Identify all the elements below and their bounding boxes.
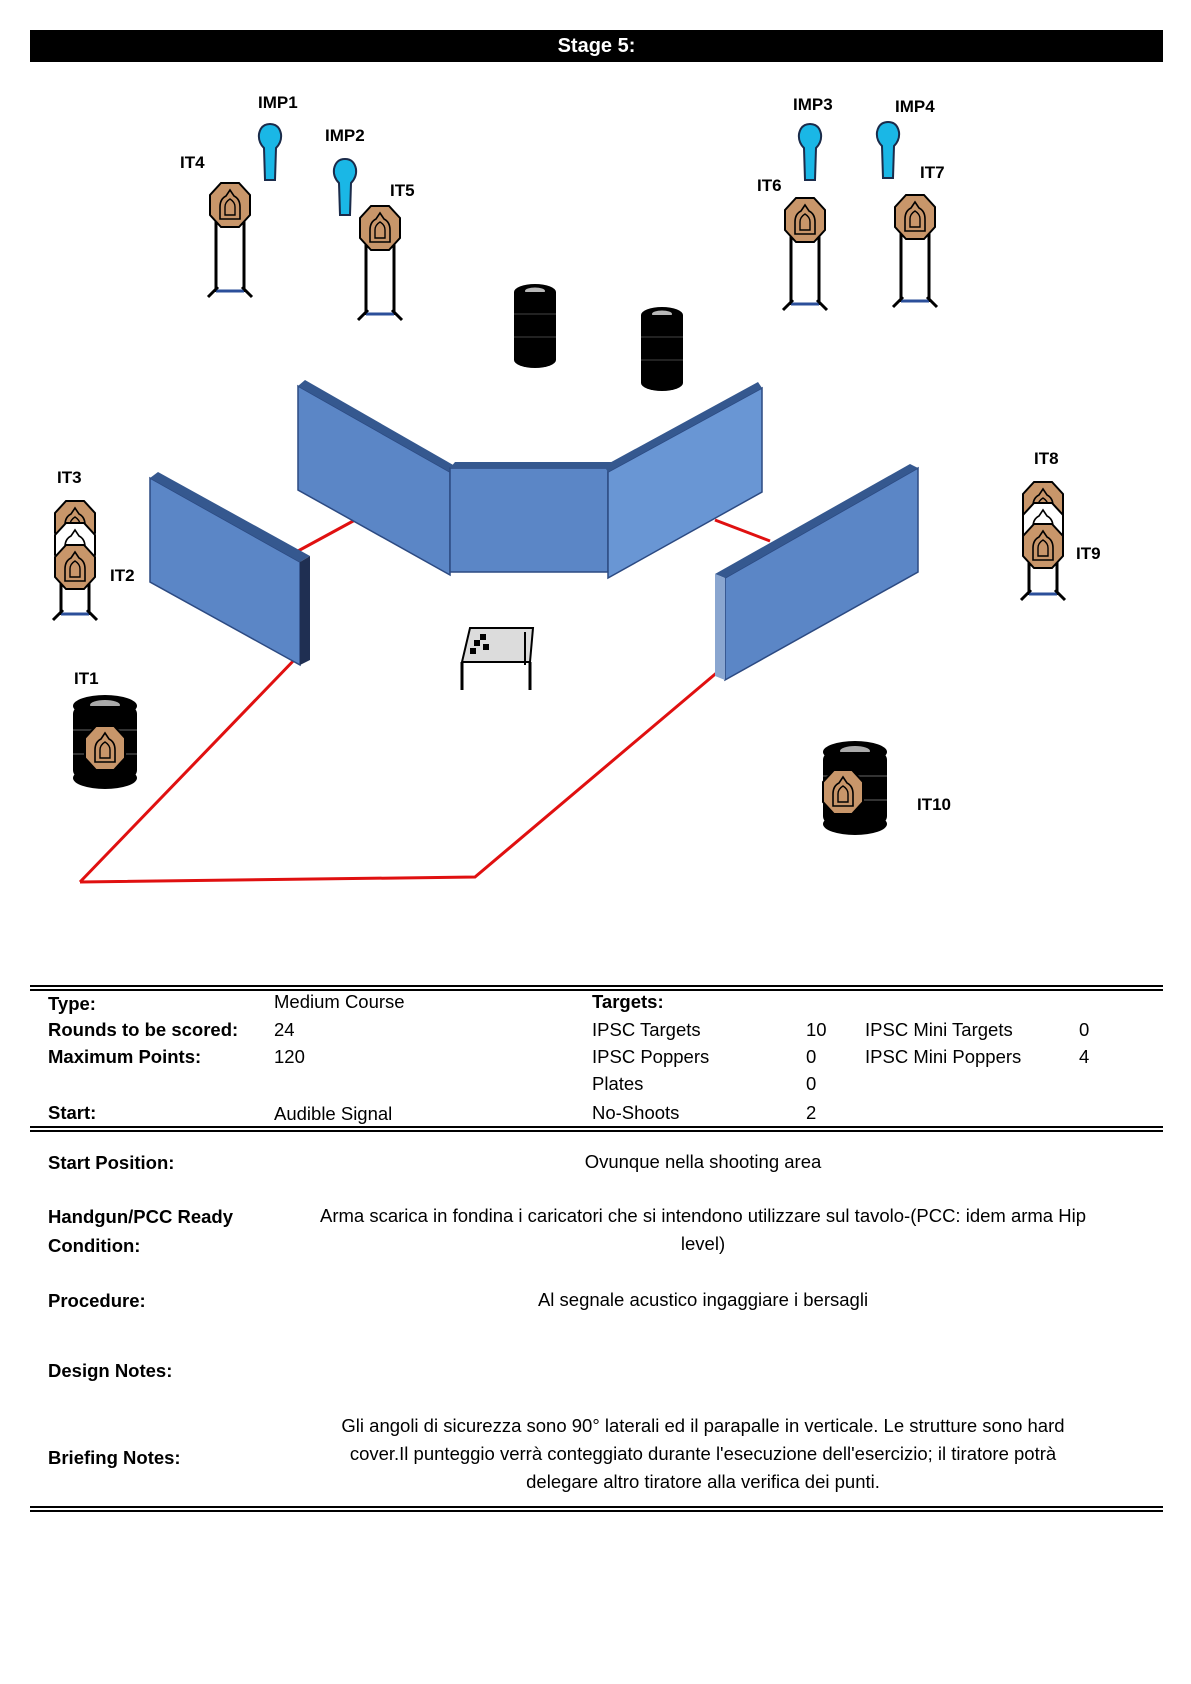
divider (30, 1506, 1163, 1508)
wall-back-right (604, 382, 763, 580)
ipsc-targets-label: IPSC Targets (592, 1019, 701, 1040)
ipsc-poppers-value: 0 (806, 1046, 817, 1067)
mini-poppers-label: IPSC Mini Poppers (865, 1046, 1022, 1067)
procedure-value: Al segnale acustico ingaggiare i bersagl… (537, 1289, 869, 1310)
target-icon (894, 194, 936, 240)
ready-condition-value-2: level) (680, 1233, 726, 1254)
mini-targets-value: 0 (1079, 1019, 1090, 1040)
label-it5: IT5 (390, 181, 415, 200)
design-notes-label: Design Notes: (48, 1360, 173, 1381)
popper-icon (797, 123, 823, 181)
label-it3: IT3 (57, 468, 82, 487)
points-label: Maximum Points: (48, 1046, 202, 1067)
wall-back-center (449, 462, 612, 573)
popper-icon (875, 121, 901, 179)
type-value: Medium Course (274, 991, 405, 1012)
start-position-label: Start Position: (48, 1152, 175, 1173)
start-value: Audible Signal (274, 1103, 393, 1124)
targets-label: Targets: (592, 991, 664, 1012)
divider (30, 1510, 1163, 1512)
start-position-value: Ovunque nella shooting area (584, 1151, 822, 1172)
divider (30, 985, 1163, 987)
noshoots-value: 2 (806, 1102, 817, 1123)
stage-diagram: IMP1 IMP2 IMP3 IMP4 IT4 IT5 IT6 IT7 IT3 … (51, 93, 1101, 884)
label-it4: IT4 (180, 153, 205, 172)
table-icon (460, 627, 535, 690)
target-icon (784, 197, 826, 243)
rounds-label: Rounds to be scored: (48, 1019, 239, 1040)
divider (30, 989, 1163, 991)
popper-icon (257, 123, 283, 181)
label-it10: IT10 (917, 795, 951, 814)
ready-condition-label-2: Condition: (48, 1235, 141, 1256)
mini-targets-label: IPSC Mini Targets (865, 1019, 1013, 1040)
label-it6: IT6 (757, 176, 782, 195)
target-icon (359, 205, 401, 251)
briefing-notes-label: Briefing Notes: (48, 1447, 181, 1468)
barrel-icon (513, 283, 557, 369)
ready-condition-value: Arma scarica in fondina i caricatori che… (319, 1205, 1086, 1226)
target-icon (209, 182, 251, 228)
label-it7: IT7 (920, 163, 945, 182)
briefing-notes-line-1: Gli angoli di sicurezza sono 90° lateral… (341, 1415, 1065, 1436)
target-icon (1022, 523, 1064, 569)
noshoots-label: No-Shoots (592, 1102, 680, 1123)
divider (30, 1130, 1163, 1132)
popper-icon (332, 158, 358, 216)
wall-back-left (297, 380, 455, 577)
wall-left (149, 472, 310, 667)
fault-line (78, 518, 771, 884)
points-value: 120 (274, 1046, 305, 1067)
label-it1: IT1 (74, 669, 99, 688)
procedure-label: Procedure: (48, 1290, 146, 1311)
type-label: Type: (48, 993, 96, 1014)
label-it2: IT2 (110, 566, 135, 585)
wall-right (715, 464, 919, 682)
ipsc-poppers-label: IPSC Poppers (592, 1046, 710, 1067)
rounds-value: 24 (274, 1019, 295, 1040)
label-imp2: IMP2 (325, 126, 365, 145)
briefing-notes-line-3: delegare altro tiratore alla verifica de… (526, 1471, 880, 1492)
target-icon (84, 725, 126, 771)
briefing-notes-line-2: cover.Il punteggio verrà conteggiato dur… (349, 1443, 1057, 1464)
label-imp1: IMP1 (258, 93, 298, 112)
mini-poppers-value: 4 (1079, 1046, 1090, 1067)
ipsc-targets-value: 10 (806, 1019, 827, 1040)
label-imp4: IMP4 (895, 97, 935, 116)
plates-value: 0 (806, 1073, 817, 1094)
label-it8: IT8 (1034, 449, 1059, 468)
label-it9: IT9 (1076, 544, 1101, 563)
divider (30, 1126, 1163, 1128)
start-label: Start: (48, 1102, 97, 1123)
plates-label: Plates (592, 1073, 644, 1094)
label-imp3: IMP3 (793, 95, 833, 114)
stage-title: Stage 5: (30, 30, 1163, 62)
target-icon (54, 544, 96, 590)
ready-condition-label: Handgun/PCC Ready (48, 1206, 234, 1227)
barrel-icon (640, 306, 684, 392)
target-icon (822, 769, 864, 815)
